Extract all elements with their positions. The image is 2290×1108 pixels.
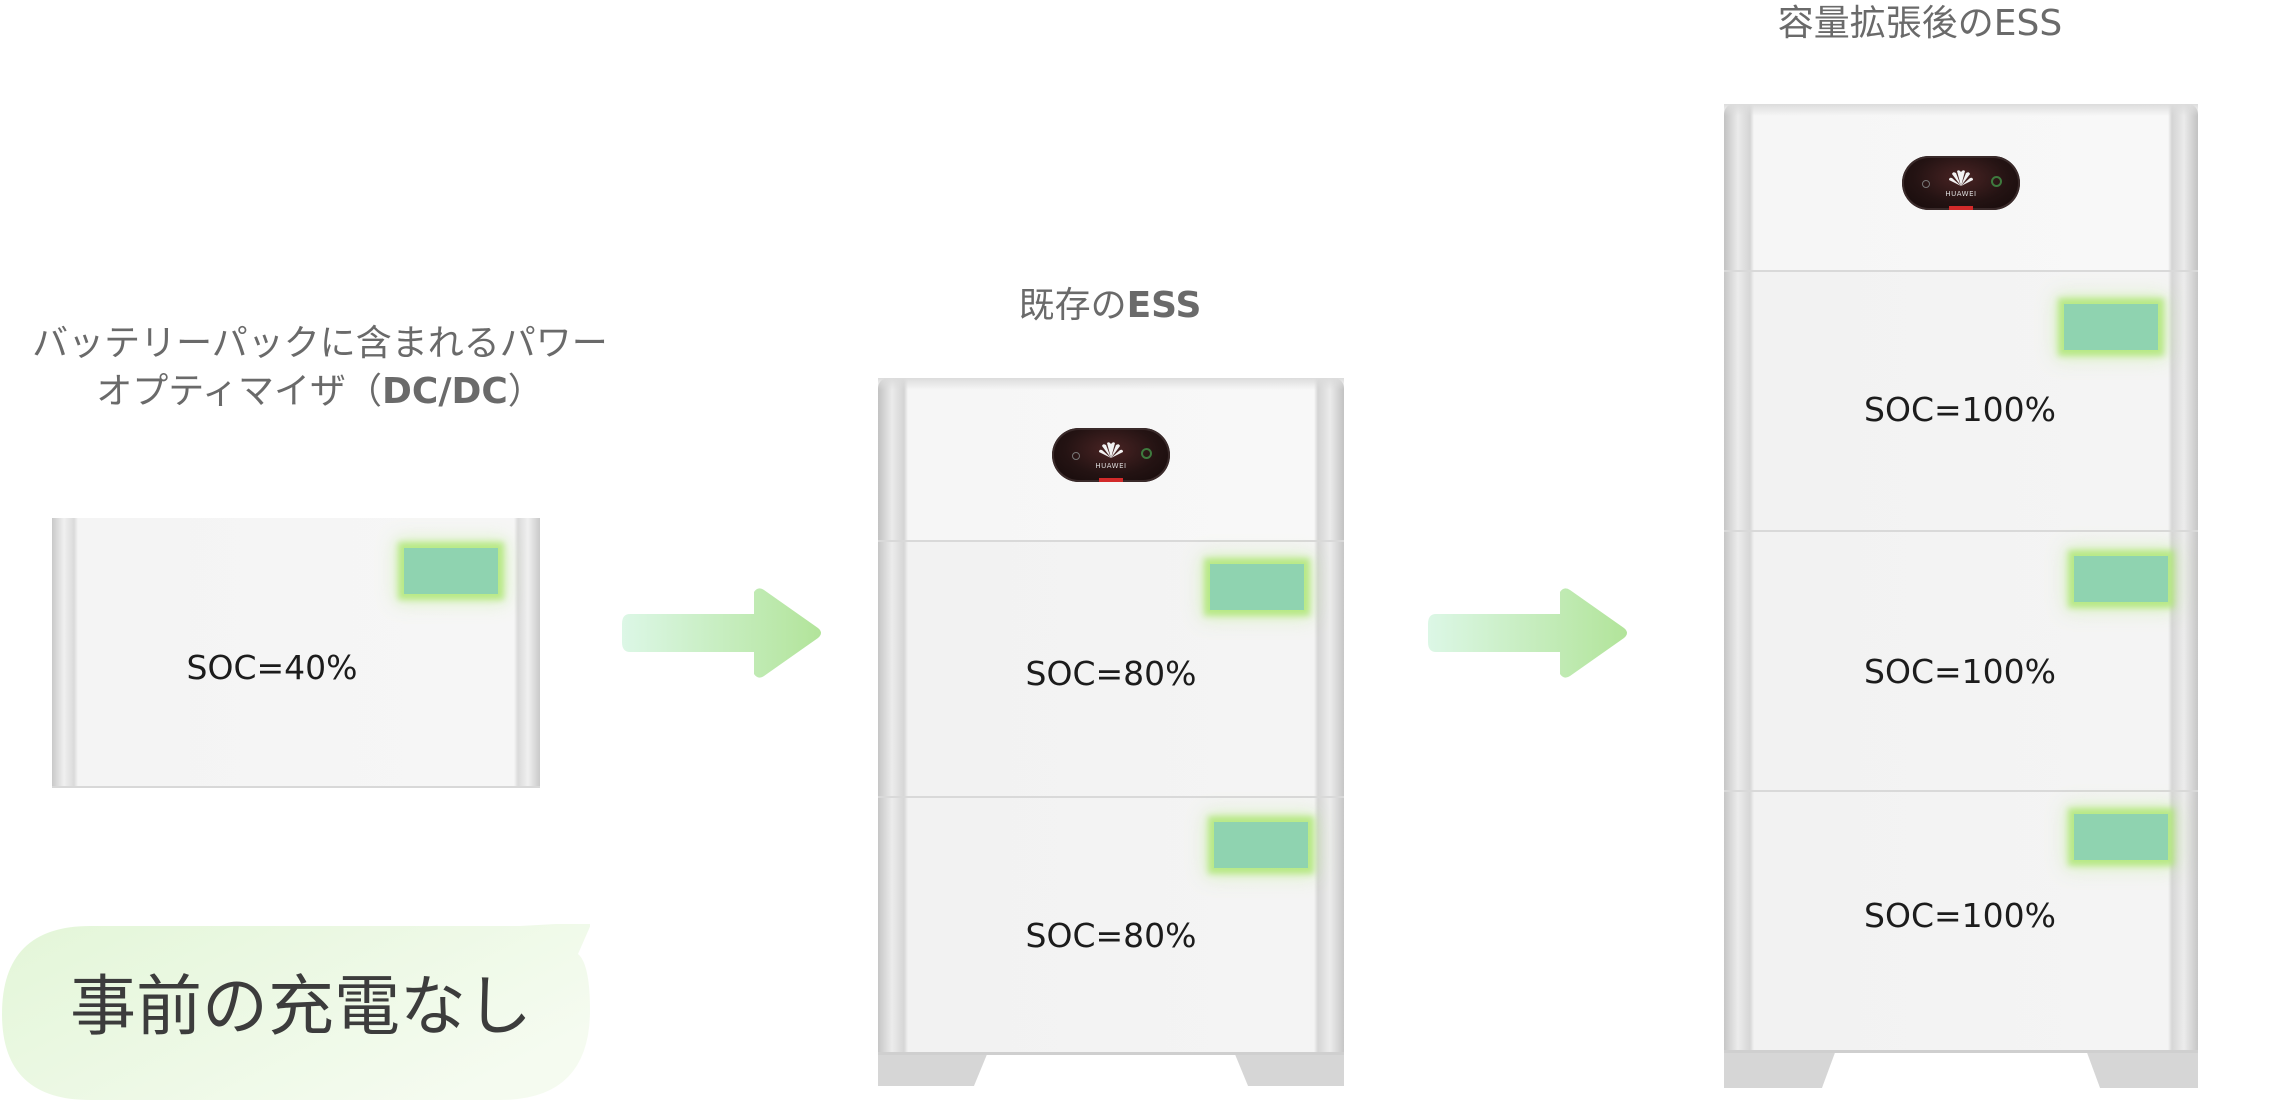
optimizer-title-line2: オプティマイザ（DC/DC） — [96, 371, 544, 412]
battery-pack-standalone: SOC=40% — [52, 518, 540, 788]
soc-label: SOC=100% — [1864, 896, 2056, 935]
base-stand — [878, 1052, 1344, 1086]
status-led — [1214, 822, 1308, 868]
indicator-icon — [1072, 452, 1080, 460]
status-stripe — [1099, 478, 1123, 482]
status-led — [2074, 814, 2168, 860]
callout-text: 事前の充電なし — [70, 968, 532, 1045]
base-stand — [1724, 1050, 2198, 1088]
soc-label: SOC=100% — [1864, 390, 2056, 429]
status-led — [1210, 564, 1304, 610]
callout-bubble — [0, 922, 592, 1100]
status-led — [404, 548, 498, 594]
expanded-ess: HUAWEI SOC=100% SOC=100% SOC=100% — [1724, 104, 2198, 1088]
existing-ess: HUAWEI SOC=80% SOC=80% — [878, 378, 1344, 1086]
soc-label: SOC=40% — [186, 648, 358, 687]
indicator-icon — [1922, 180, 1930, 188]
soc-label: SOC=80% — [1025, 916, 1197, 955]
expanded-ess-title: 容量拡張後のESS — [1777, 3, 2063, 44]
battery-module: SOC=80% — [878, 540, 1344, 796]
status-stripe — [1949, 206, 1973, 210]
right-arrow-icon — [1424, 584, 1630, 682]
optimizer-title-line1: バッテリーパックに含まれるパワー — [32, 323, 608, 364]
power-icon — [1141, 448, 1152, 459]
huawei-logo-icon — [1099, 442, 1123, 458]
soc-label: SOC=80% — [1025, 654, 1197, 693]
right-arrow-icon — [618, 584, 824, 682]
power-module: HUAWEI — [1724, 104, 2198, 270]
display-panel: HUAWEI — [1052, 428, 1170, 482]
brand-label: HUAWEI — [1095, 462, 1127, 470]
status-led — [2074, 556, 2168, 602]
brand-label: HUAWEI — [1945, 190, 1977, 198]
battery-module: SOC=100% — [1724, 270, 2198, 530]
power-icon — [1991, 176, 2002, 187]
existing-ess-title: 既存のESS — [1018, 285, 1202, 326]
display-panel: HUAWEI — [1902, 156, 2020, 210]
battery-module: SOC=100% — [1724, 790, 2198, 1054]
battery-module: SOC=100% — [1724, 530, 2198, 790]
huawei-logo-icon — [1949, 170, 1973, 186]
battery-module: SOC=80% — [878, 796, 1344, 1058]
power-module: HUAWEI — [878, 378, 1344, 540]
status-led — [2064, 304, 2158, 350]
optimizer-title: バッテリーパックに含まれるパワー オプティマイザ（DC/DC） — [20, 320, 620, 416]
soc-label: SOC=100% — [1864, 652, 2056, 691]
